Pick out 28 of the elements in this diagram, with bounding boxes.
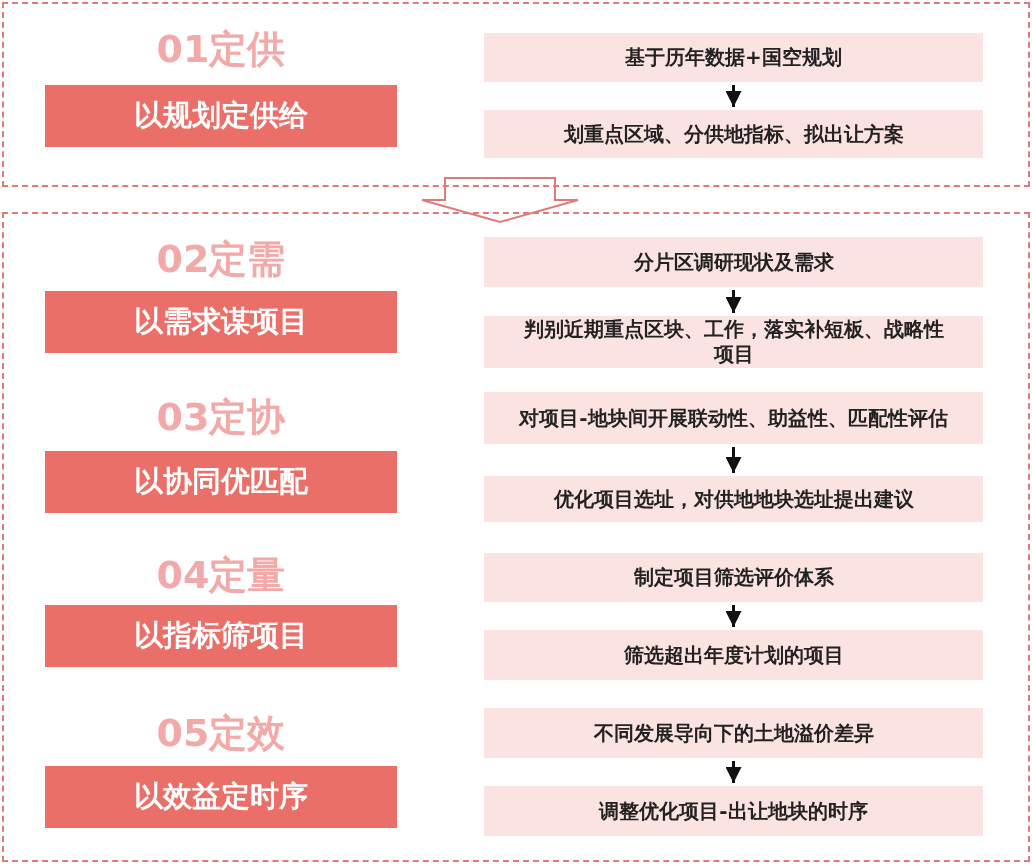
- dashed-frame: [2, 212, 1030, 862]
- step-box: 以规划定供给: [45, 85, 397, 147]
- process-box: 不同发展导向下的土地溢价差异: [484, 708, 983, 758]
- arrow: [725, 605, 742, 627]
- process-box: 筛选超出年度计划的项目: [484, 630, 983, 680]
- process-box: 分片区调研现状及需求: [484, 237, 983, 287]
- dashed-frame: [2, 2, 1030, 187]
- step-heading: 03定协: [155, 398, 287, 436]
- step-heading: 02定需: [155, 240, 287, 278]
- step-box: 以协同优匹配: [45, 451, 397, 513]
- process-box: 制定项目筛选评价体系: [484, 553, 983, 602]
- process-box: 基于历年数据+国空规划: [484, 33, 983, 82]
- hollow-arrow: [421, 177, 579, 224]
- arrow: [725, 290, 742, 313]
- step-box: 以指标筛项目: [45, 605, 397, 667]
- step-heading: 05定效: [155, 714, 287, 752]
- arrow: [725, 447, 742, 473]
- step-box: 以效益定时序: [45, 766, 397, 828]
- process-box: 对项目-地块间开展联动性、助益性、匹配性评估: [484, 392, 983, 444]
- step-heading: 01定供: [155, 30, 287, 68]
- step-heading: 04定量: [155, 556, 287, 594]
- step-box: 以需求谋项目: [45, 291, 397, 353]
- arrow: [725, 85, 742, 107]
- process-box: 判别近期重点区块、工作，落实补短板、战略性项目: [484, 316, 983, 368]
- arrow: [725, 761, 742, 783]
- process-box: 优化项目选址，对供地地块选址提出建议: [484, 476, 983, 522]
- process-box: 划重点区域、分供地指标、拟出让方案: [484, 110, 983, 158]
- process-box: 调整优化项目-出让地块的时序: [484, 786, 983, 836]
